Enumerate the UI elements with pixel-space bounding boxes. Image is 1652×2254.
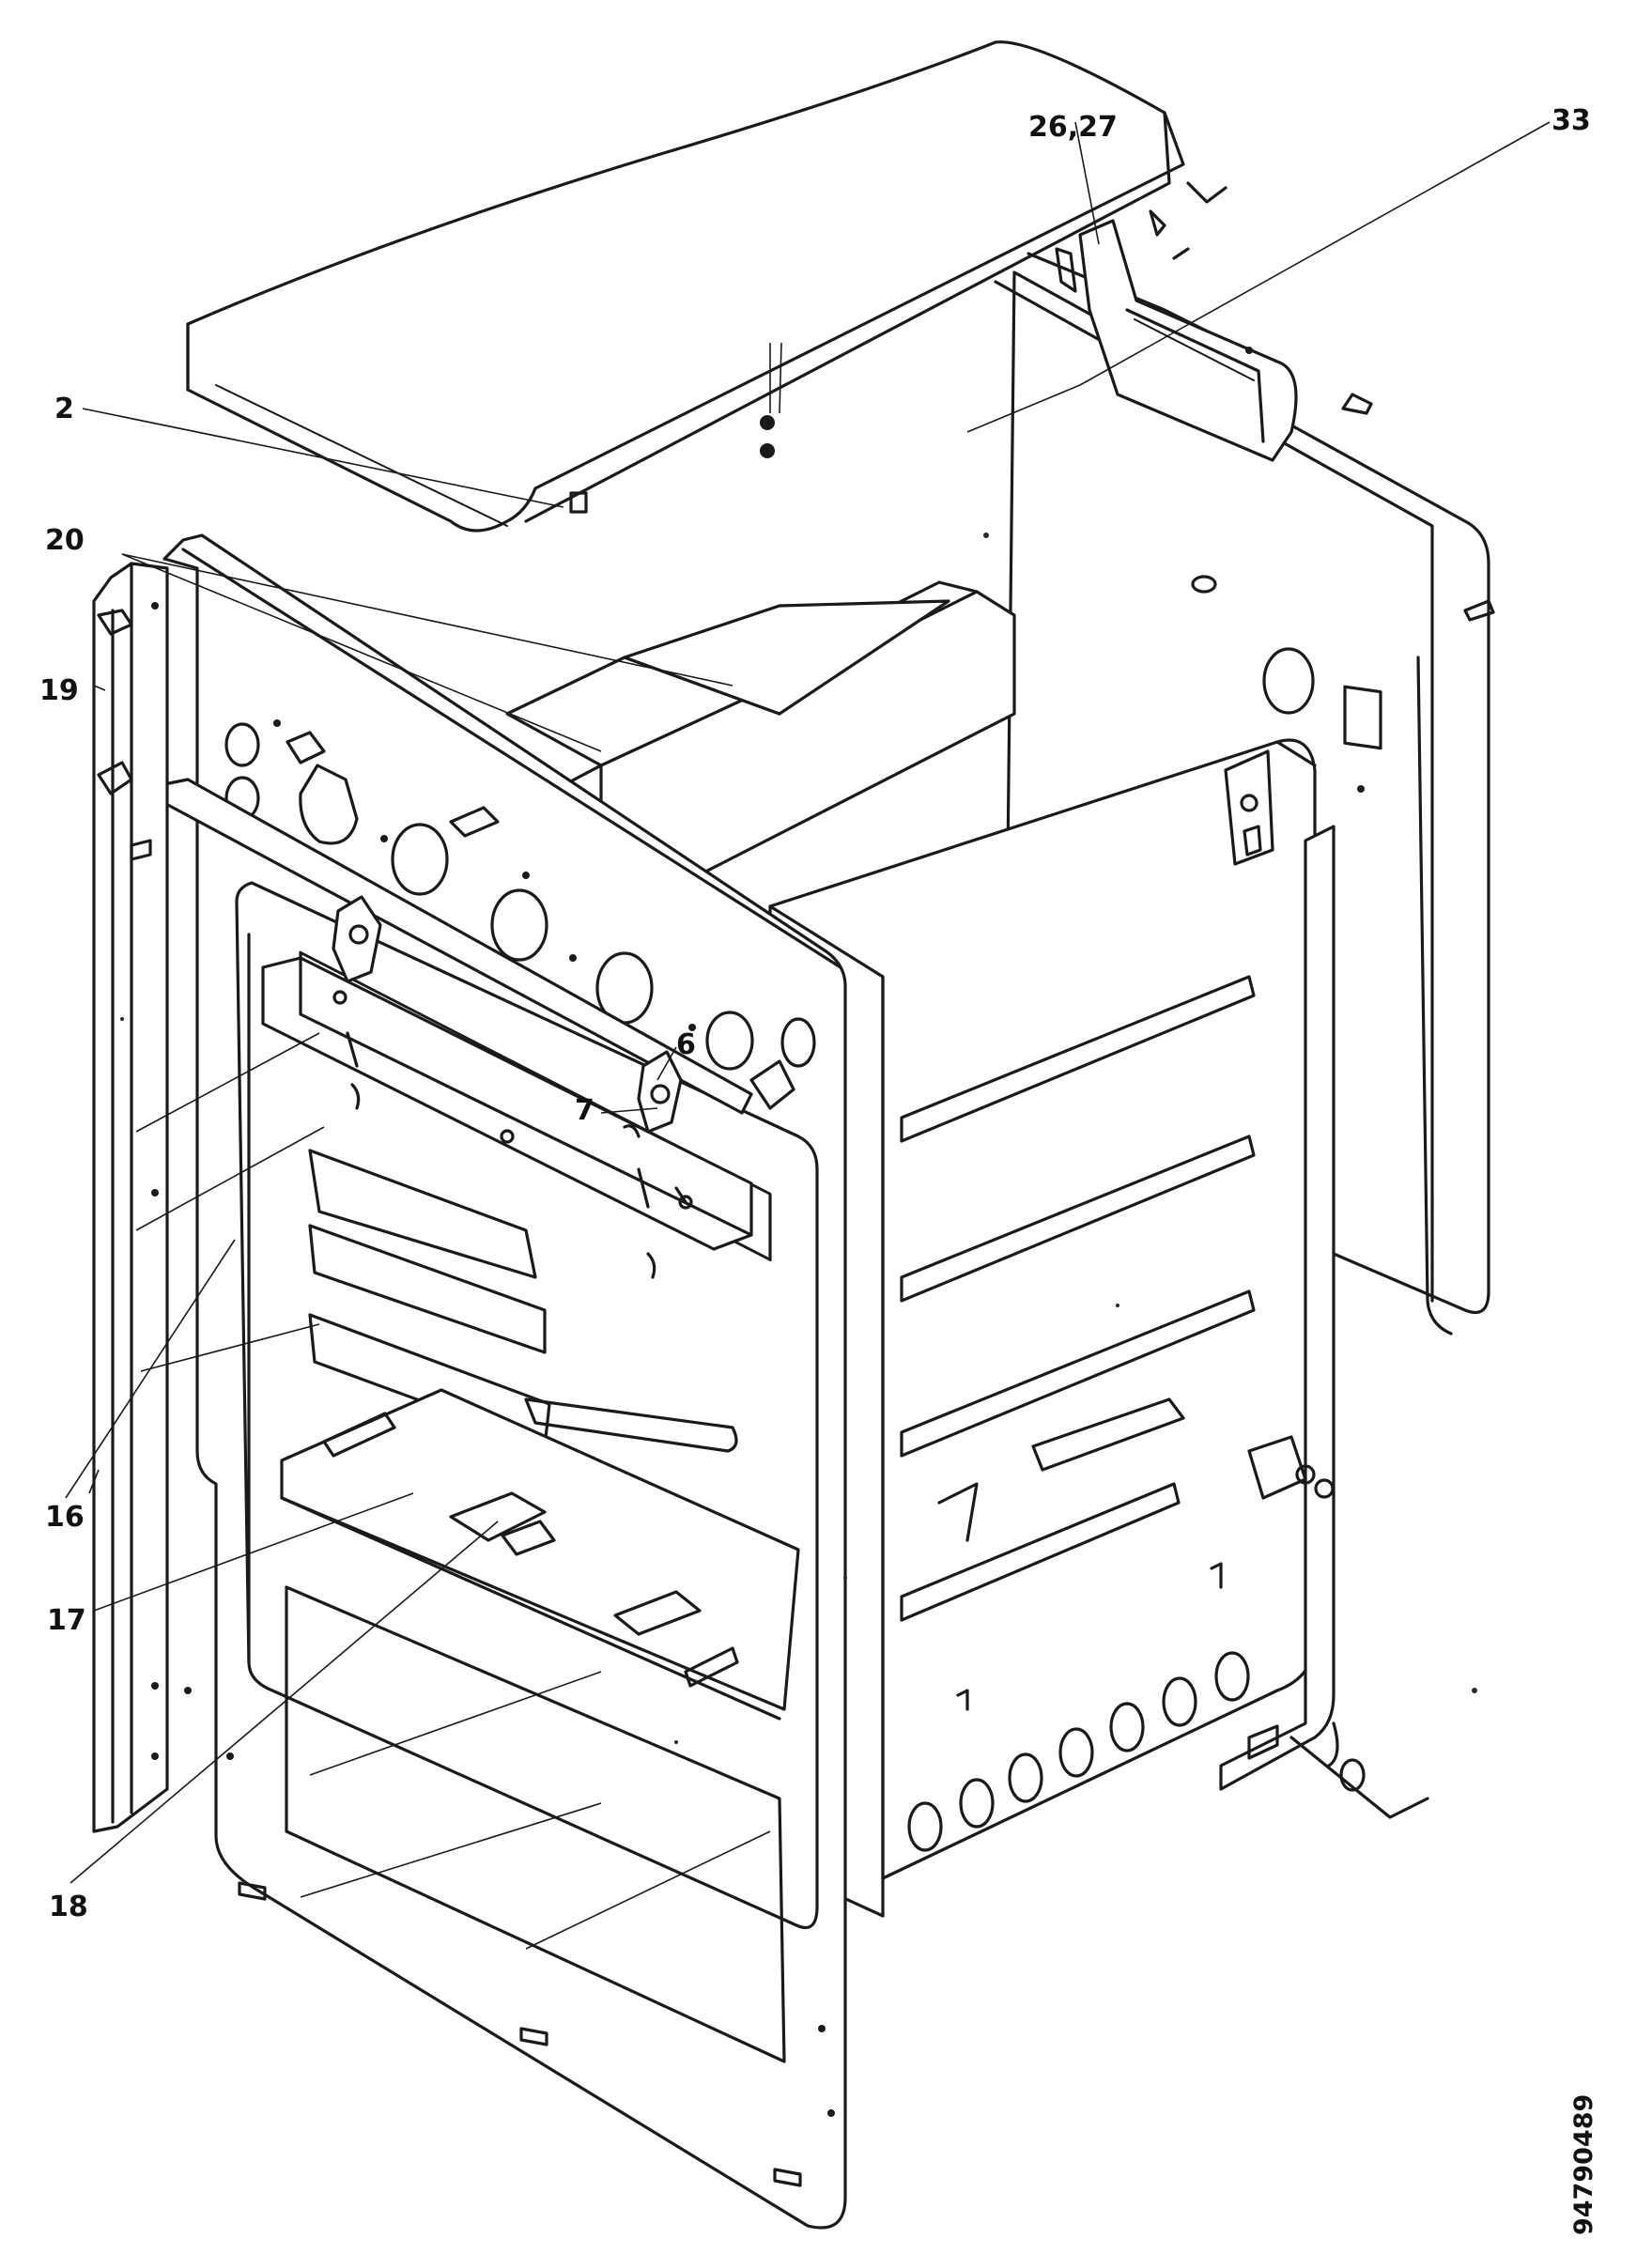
hinge-bracket [1055, 181, 1495, 622]
front-frame [162, 533, 847, 2230]
callout-7: 7 [575, 1094, 594, 1127]
oven-interior [261, 950, 800, 1721]
rear-lower-edge [1289, 1721, 1429, 1819]
oven-cavity [768, 738, 1317, 1918]
callout-33: 33 [1552, 104, 1591, 137]
callout-26-27: 26,27 [1028, 111, 1118, 144]
callout-19: 19 [39, 674, 79, 707]
scan-specks [120, 533, 1477, 1744]
callout-labels: 2 20 19 26,27 33 6 7 16 17 18 [39, 104, 1591, 1923]
callout-18: 18 [49, 1891, 88, 1923]
document-number: 94790489 [1569, 2094, 1598, 2235]
right-flange [1219, 749, 1335, 1791]
callout-16: 16 [45, 1501, 85, 1534]
left-side-strip [92, 562, 192, 1833]
leader-lines [65, 121, 1551, 1950]
callout-6: 6 [676, 1028, 696, 1061]
callout-2: 2 [54, 393, 74, 425]
callout-20: 20 [45, 524, 85, 557]
callout-17: 17 [47, 1604, 86, 1637]
